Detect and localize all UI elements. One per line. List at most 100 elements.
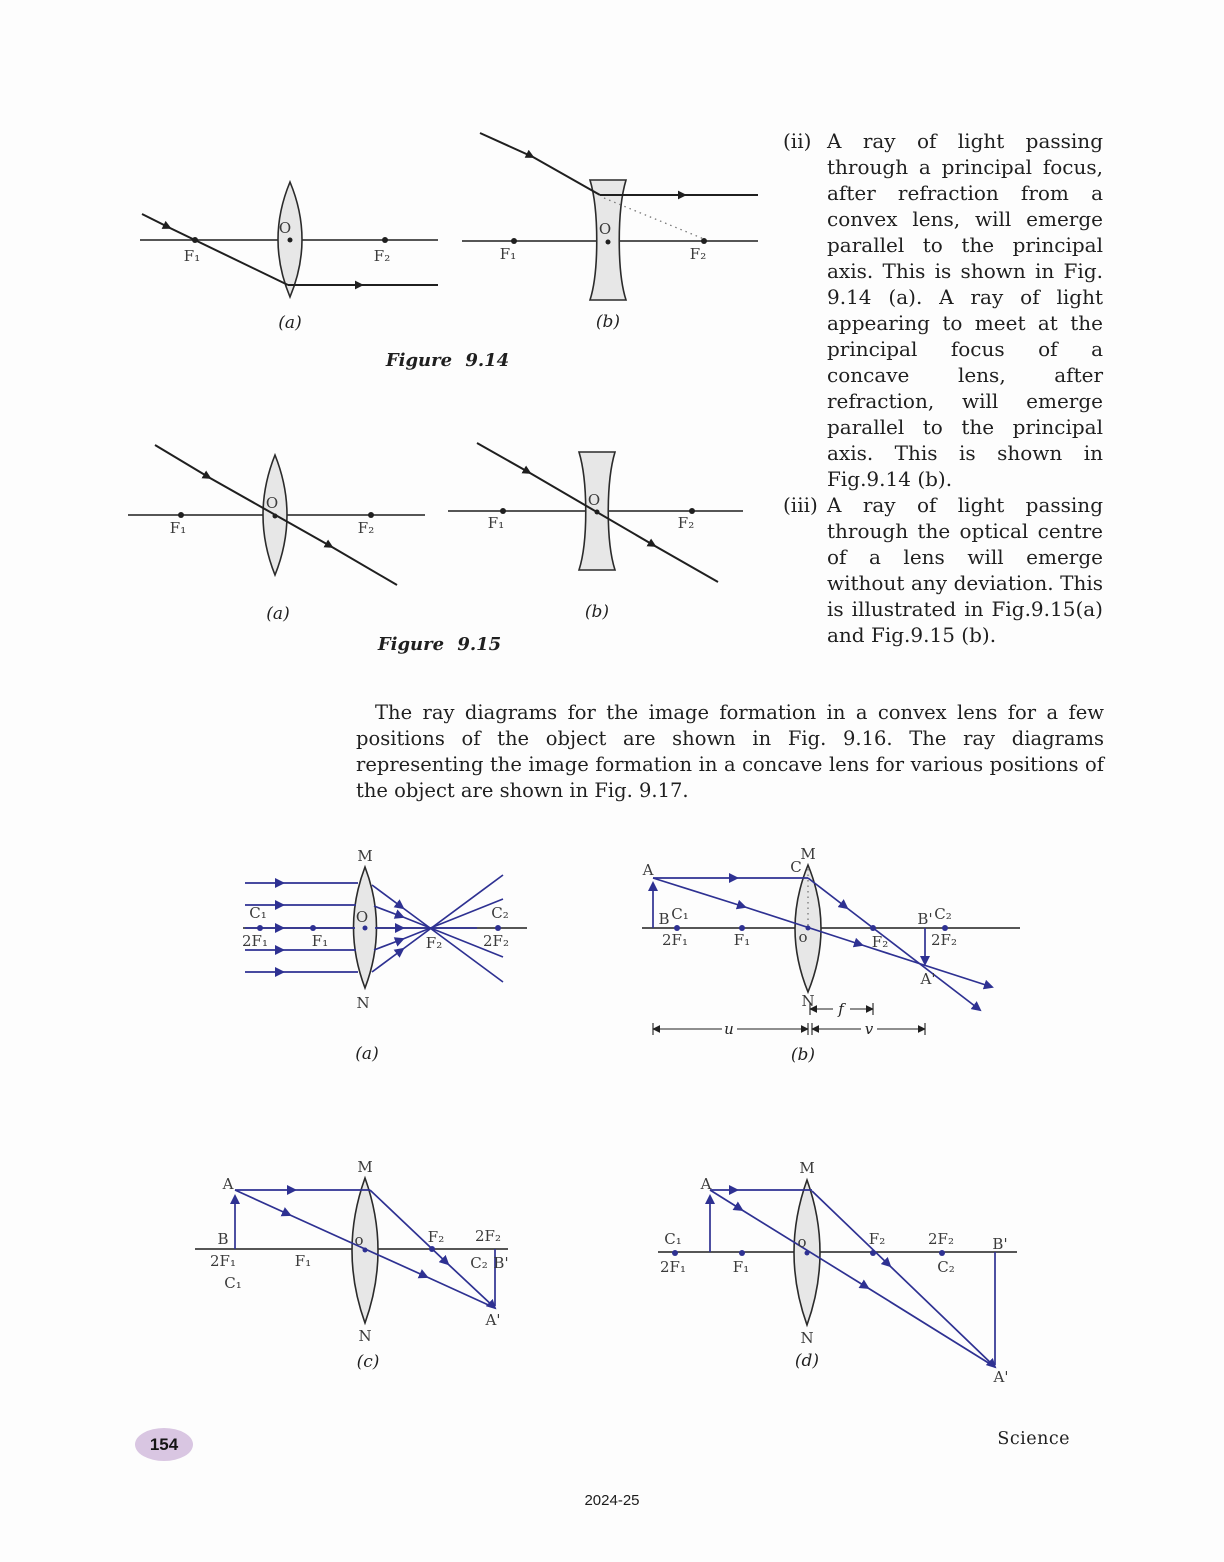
optical-centre-dot [605, 239, 611, 245]
rule-text-iii: A ray of light passing through the optic… [827, 493, 1103, 647]
refracted-ray-through-f2 [811, 1190, 997, 1369]
rule-marker-ii: (ii) [783, 129, 812, 153]
subfigure-label-c: (c) [357, 1352, 380, 1372]
object-base-label-b: B [217, 1230, 228, 1248]
subfigure-label-a: (a) [355, 1044, 378, 1064]
optical-centre-dot [362, 925, 368, 931]
optical-centre-label: o [798, 928, 807, 946]
refracted-ray-1 [371, 884, 504, 983]
refracted-ray-4 [373, 898, 504, 951]
focal-length-label-f: f [837, 1000, 846, 1018]
centre-c2-label: C₂ [470, 1254, 488, 1272]
object-top-label-a: A [642, 861, 654, 879]
focus-f2-label: F₂ [374, 247, 390, 265]
body-paragraph: The ray diagrams for the image formation… [356, 701, 1104, 802]
point-2f1-label: 2F₁ [210, 1252, 236, 1270]
optical-centre-dot [362, 1247, 368, 1253]
subfigure-label-a: (a) [278, 313, 301, 333]
optical-centre-label: O [599, 220, 611, 238]
fig-9-16b-image-formation-diagram: A B C₁ 2F₁ F₁ M C N o F₂ B' C₂ 2F₂ A' f … [642, 845, 1020, 1065]
ray-through-optical-centre [709, 1189, 996, 1368]
centre-c2-label: C₂ [491, 904, 509, 922]
point-2f1-label: 2F₁ [242, 932, 268, 950]
focus-f1-label: F₁ [312, 932, 328, 950]
focus-f1-label: F₁ [170, 519, 186, 537]
optical-centre-dot [272, 513, 278, 519]
fig-9-16c-image-formation-diagram: A B 2F₁ C₁ F₁ M N o F₂ 2F₂ C₂ B' A' (c) [195, 1158, 509, 1372]
focus-f2-dot [429, 1246, 435, 1252]
optical-centre-label: O [588, 491, 600, 509]
focus-f1-dot [178, 512, 184, 518]
focus-f1-dot [739, 1250, 745, 1256]
point-2f1-dot [672, 1250, 678, 1256]
image-base-label-b-prime: B' [992, 1235, 1007, 1253]
lens-bottom-label-n: N [356, 994, 369, 1012]
object-distance-label-u: u [724, 1020, 734, 1038]
focus-f2-dot [689, 508, 695, 514]
optical-centre-label: O [356, 908, 368, 926]
point-2f2-label: 2F₂ [483, 932, 509, 950]
subfigure-label-b: (b) [585, 602, 609, 622]
image-tip-label-a-prime: A' [485, 1311, 501, 1329]
focus-f1-label: F₁ [500, 245, 516, 263]
object-top-label-a: A [222, 1175, 234, 1193]
point-2f2-dot [495, 925, 501, 931]
lens-top-label-m: M [799, 1159, 814, 1177]
point-2f1-dot [674, 925, 680, 931]
point-2f2-dot [939, 1250, 945, 1256]
focus-f2-label: F₂ [358, 519, 374, 537]
point-2f2-label: 2F₂ [475, 1227, 501, 1245]
point-2f1-dot [257, 925, 263, 931]
focus-f2-label: F₂ [872, 933, 888, 951]
page-number-badge: 154 [135, 1428, 193, 1461]
optical-centre-label: o [797, 1233, 806, 1251]
ray-through-optical-centre [652, 877, 994, 990]
object-base-label-b: B [658, 910, 669, 928]
focus-f2-dot [870, 1250, 876, 1256]
lens-top-label-m: M [357, 1158, 372, 1176]
fig-9-16d-image-formation-diagram: C₁ 2F₁ A F₁ M N o F₂ 2F₂ C₂ B' A' (d) [658, 1159, 1017, 1386]
focus-f2-dot [368, 512, 374, 518]
centre-c1-label: C₁ [671, 905, 689, 923]
centre-c2-label: C₂ [937, 1258, 955, 1276]
lens-top-label-m: M [800, 845, 815, 863]
subfigure-label-d: (d) [795, 1351, 819, 1371]
focus-f2-dot [382, 237, 388, 243]
point-2f2-label: 2F₂ [931, 931, 957, 949]
lens-bottom-label-n: N [801, 992, 814, 1010]
page-number: 154 [149, 1434, 179, 1454]
optical-centre-label: o [354, 1231, 363, 1249]
focus-f2-label: F₂ [690, 245, 706, 263]
focus-f2-label: F₂ [428, 1228, 444, 1246]
rule-text-ii: A ray of light passing through a princip… [827, 129, 1103, 491]
image-base-label-b-prime: B' [917, 910, 932, 928]
point-2f1-label: 2F₁ [660, 1258, 686, 1276]
point-2f2-dot [942, 925, 948, 931]
focus-f1-label: F₁ [184, 247, 200, 265]
focus-f1-label: F₁ [295, 1252, 311, 1270]
lens-bottom-label-n: N [800, 1329, 813, 1347]
footer-edition: 2024-25 [584, 1492, 640, 1509]
refracted-ray-2 [373, 905, 504, 958]
focus-f1-dot [739, 925, 745, 931]
centre-c2-label: C₂ [934, 905, 952, 923]
subfigure-label-b: (b) [791, 1045, 815, 1065]
fig-9-15a-convex-lens-diagram: F₁ F₂ O (a) [128, 444, 425, 624]
fig-9-14a-convex-lens-diagram: F₁ F₂ O (a) [140, 179, 438, 333]
focus-f2-label: F₂ [426, 934, 442, 952]
focus-f2-label: F₂ [678, 514, 694, 532]
focus-f2-dot [701, 238, 707, 244]
rule-item-iii: (iii) A ray of light passing through the… [783, 492, 1103, 648]
fig-9-14b-concave-lens-diagram: F₁ F₂ O (b) [462, 132, 758, 332]
image-tip-label-a-prime: A' [920, 970, 936, 988]
fig-9-15b-concave-lens-diagram: F₁ F₂ O (b) [448, 442, 743, 622]
optical-centre-label: O [266, 494, 278, 512]
optical-centre-dot [287, 237, 293, 243]
image-base-label-b-prime: B' [493, 1254, 508, 1272]
focus-f1-label: F₁ [734, 931, 750, 949]
undeviated-ray [154, 444, 398, 586]
focus-f1-dot [511, 238, 517, 244]
figure-9-14-caption: Figure 9.14 [385, 350, 510, 371]
focus-f2-label: F₂ [869, 1230, 885, 1248]
